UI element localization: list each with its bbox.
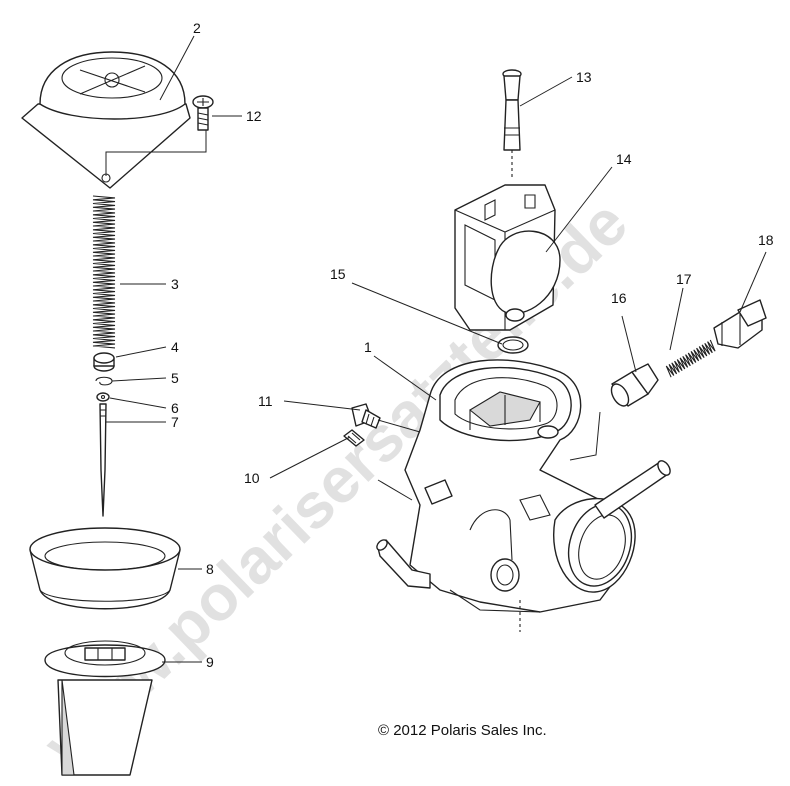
callout-3: 3 — [171, 276, 179, 292]
part-retainer-4 — [93, 352, 115, 372]
part-fitting-18 — [713, 299, 767, 349]
part-tube-13 — [502, 69, 522, 180]
callout-8: 8 — [206, 561, 214, 577]
copyright-notice: © 2012 Polaris Sales Inc. — [378, 722, 547, 739]
callout-14: 14 — [616, 151, 632, 167]
part-needle-7 — [99, 403, 107, 517]
callout-7: 7 — [171, 414, 179, 430]
part-clip-5 — [95, 376, 113, 386]
part-carburetor-body-1 — [376, 359, 671, 632]
part-spring-3 — [92, 195, 116, 349]
callout-10: 10 — [244, 470, 260, 486]
part-washer-6 — [96, 392, 110, 402]
part-o-ring-15 — [497, 336, 529, 354]
part-jet-10 — [343, 429, 365, 447]
callout-9: 9 — [206, 654, 214, 670]
part-spring-17 — [665, 339, 716, 378]
callout-15: 15 — [330, 266, 346, 282]
callout-12: 12 — [246, 108, 262, 124]
part-plunger-16 — [610, 363, 659, 407]
part-diaphragm-cover — [21, 51, 191, 189]
part-bracket-14 — [454, 184, 561, 331]
callout-6: 6 — [171, 400, 179, 416]
part-slide-8 — [29, 527, 181, 610]
callout-5: 5 — [171, 370, 179, 386]
callout-11: 11 — [258, 393, 273, 409]
callout-13: 13 — [576, 69, 592, 85]
callout-17: 17 — [676, 271, 692, 287]
callout-16: 16 — [611, 290, 627, 306]
callout-4: 4 — [171, 339, 179, 355]
part-screw-12 — [192, 95, 214, 131]
callout-2: 2 — [193, 20, 201, 36]
callout-numbers: 2 12 3 4 5 6 7 8 9 13 14 15 1 11 10 16 1… — [171, 20, 774, 670]
callout-18: 18 — [758, 232, 774, 248]
leader-lines — [105, 35, 767, 663]
callout-1: 1 — [364, 339, 372, 355]
part-throttle-slide-9 — [44, 640, 166, 776]
